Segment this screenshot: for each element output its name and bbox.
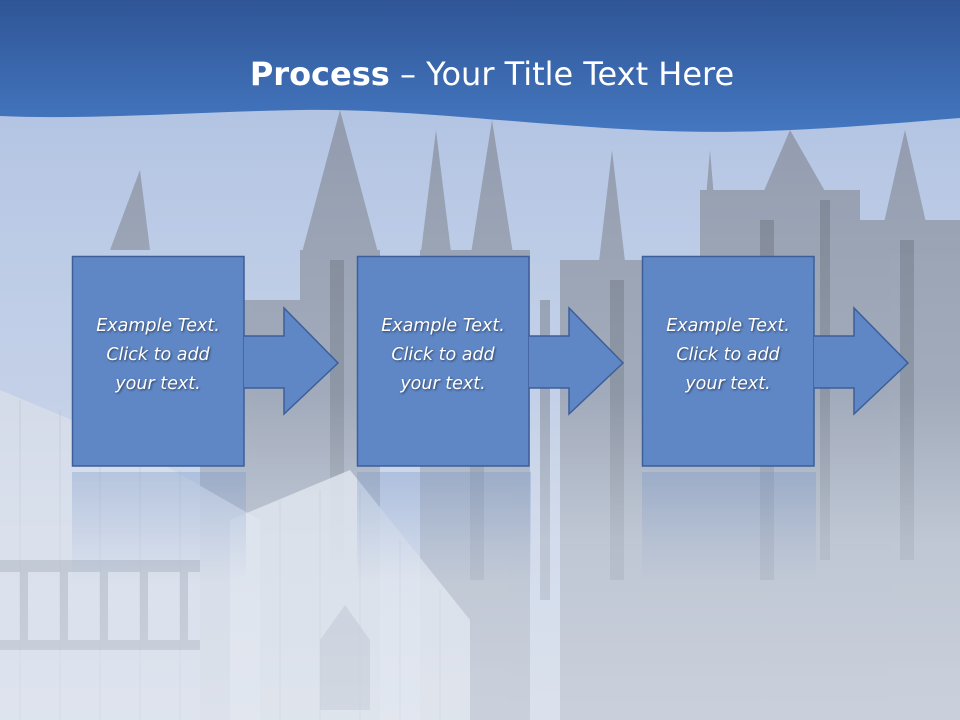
step-text-line-1: Example Text.: [381, 316, 505, 336]
step-text-line-2: Click to add: [676, 345, 780, 365]
step-reflection: [357, 472, 531, 582]
process-step-1[interactable]: Example Text. Click to add your text.: [71, 255, 362, 468]
step-text-line-3: your text.: [685, 374, 771, 394]
arrow-box-shape: [356, 255, 625, 467]
process-step-3[interactable]: Example Text. Click to add your text.: [641, 255, 932, 468]
step-text-line-1: Example Text.: [96, 316, 220, 336]
step-text-line-2: Click to add: [391, 345, 495, 365]
process-step-2[interactable]: Example Text. Click to add your text.: [356, 255, 647, 468]
step-text-line-3: your text.: [115, 374, 201, 394]
step-text: Example Text. Click to add your text.: [642, 312, 814, 399]
step-reflection: [642, 472, 816, 582]
slide-title[interactable]: Process – Your Title Text Here: [0, 52, 960, 96]
step-text-line-2: Click to add: [106, 345, 210, 365]
title-bold-text: Process: [249, 55, 390, 93]
step-text-line-3: your text.: [400, 374, 486, 394]
step-text-line-1: Example Text.: [666, 316, 790, 336]
step-text: Example Text. Click to add your text.: [357, 312, 529, 399]
step-text: Example Text. Click to add your text.: [72, 312, 244, 399]
arrow-box-shape: [71, 255, 340, 467]
title-rest-text: – Your Title Text Here: [389, 55, 735, 93]
header-band: [0, 0, 960, 132]
step-reflection: [72, 472, 246, 582]
arrow-box-shape: [641, 255, 910, 467]
